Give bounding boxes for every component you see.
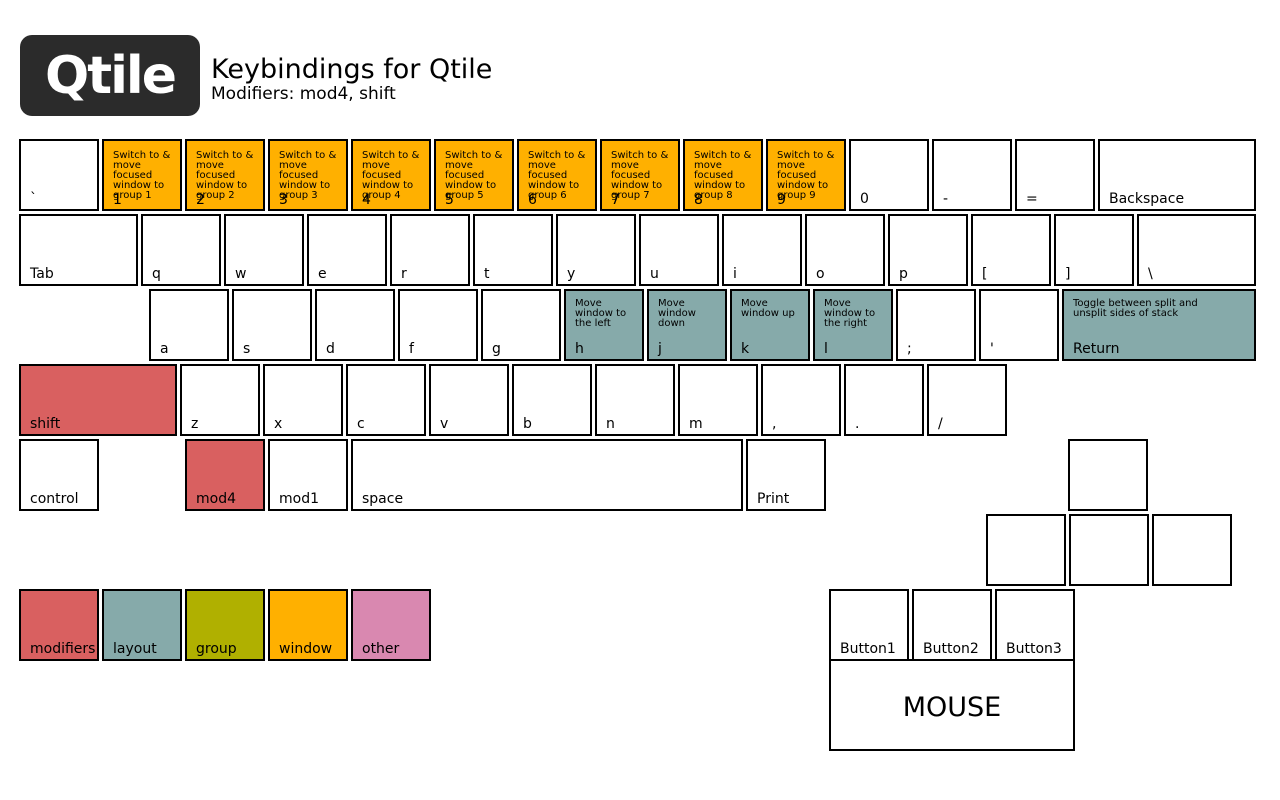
key-semicolon[interactable]: ; <box>896 289 976 361</box>
key-arrow-left[interactable] <box>986 514 1066 586</box>
legend-window: window <box>268 589 348 661</box>
page-title: Keybindings for Qtile <box>211 54 493 85</box>
key-q[interactable]: q <box>141 214 221 286</box>
key-h[interactable]: Move window to the left h <box>564 289 644 361</box>
key-i[interactable]: i <box>722 214 802 286</box>
key-n[interactable]: n <box>595 364 675 436</box>
page-subtitle: Modifiers: mod4, shift <box>211 84 396 104</box>
key-e[interactable]: e <box>307 214 387 286</box>
key-quote[interactable]: ' <box>979 289 1059 361</box>
key-m[interactable]: m <box>678 364 758 436</box>
key-l[interactable]: Move window to the right l <box>813 289 893 361</box>
key-8[interactable]: Switch to & move focused window to group… <box>683 139 763 211</box>
key-x[interactable]: x <box>263 364 343 436</box>
key-equals[interactable]: = <box>1015 139 1095 211</box>
key-j[interactable]: Move window down j <box>647 289 727 361</box>
key-z[interactable]: z <box>180 364 260 436</box>
key-u[interactable]: u <box>639 214 719 286</box>
key-0[interactable]: 0 <box>849 139 929 211</box>
key-w[interactable]: w <box>224 214 304 286</box>
logo-text: Qtile <box>45 45 177 106</box>
key-2[interactable]: Switch to & move focused window to group… <box>185 139 265 211</box>
key-backslash[interactable]: \ <box>1137 214 1256 286</box>
key-b[interactable]: b <box>512 364 592 436</box>
key-6[interactable]: Switch to & move focused window to group… <box>517 139 597 211</box>
key-t[interactable]: t <box>473 214 553 286</box>
key-minus[interactable]: - <box>932 139 1012 211</box>
key-period[interactable]: . <box>844 364 924 436</box>
key-a[interactable]: a <box>149 289 229 361</box>
key-s[interactable]: s <box>232 289 312 361</box>
key-backtick[interactable]: ` <box>19 139 99 211</box>
key-k[interactable]: Move window up k <box>730 289 810 361</box>
mouse-body: MOUSE <box>829 659 1075 751</box>
key-mod4[interactable]: mod4 <box>185 439 265 511</box>
key-arrow-right[interactable] <box>1152 514 1232 586</box>
key-left-bracket[interactable]: [ <box>971 214 1051 286</box>
key-arrow-down[interactable] <box>1069 514 1149 586</box>
mouse-button3[interactable]: Button3 <box>995 589 1075 661</box>
key-o[interactable]: o <box>805 214 885 286</box>
qtile-logo: Qtile <box>20 35 200 116</box>
legend-other: other <box>351 589 431 661</box>
key-5[interactable]: Switch to & move focused window to group… <box>434 139 514 211</box>
key-print[interactable]: Print <box>746 439 826 511</box>
key-tab[interactable]: Tab <box>19 214 138 286</box>
key-backspace[interactable]: Backspace <box>1098 139 1256 211</box>
key-r[interactable]: r <box>390 214 470 286</box>
key-7[interactable]: Switch to & move focused window to group… <box>600 139 680 211</box>
key-p[interactable]: p <box>888 214 968 286</box>
key-return[interactable]: Toggle between split and unsplit sides o… <box>1062 289 1256 361</box>
legend-layout: layout <box>102 589 182 661</box>
legend-modifiers: modifiers <box>19 589 99 661</box>
key-1[interactable]: Switch to & move focused window to group… <box>102 139 182 211</box>
mouse-button2[interactable]: Button2 <box>912 589 992 661</box>
key-d[interactable]: d <box>315 289 395 361</box>
key-4[interactable]: Switch to & move focused window to group… <box>351 139 431 211</box>
mouse-label: MOUSE <box>902 692 1002 723</box>
key-9[interactable]: Switch to & move focused window to group… <box>766 139 846 211</box>
key-3[interactable]: Switch to & move focused window to group… <box>268 139 348 211</box>
key-shift[interactable]: shift <box>19 364 177 436</box>
key-control[interactable]: control <box>19 439 99 511</box>
key-g[interactable]: g <box>481 289 561 361</box>
key-mod1[interactable]: mod1 <box>268 439 348 511</box>
key-y[interactable]: y <box>556 214 636 286</box>
key-c[interactable]: c <box>346 364 426 436</box>
key-right-bracket[interactable]: ] <box>1054 214 1134 286</box>
key-v[interactable]: v <box>429 364 509 436</box>
key-arrow-up[interactable] <box>1068 439 1148 511</box>
mouse-button1[interactable]: Button1 <box>829 589 909 661</box>
key-slash[interactable]: / <box>927 364 1007 436</box>
key-comma[interactable]: , <box>761 364 841 436</box>
key-f[interactable]: f <box>398 289 478 361</box>
legend-group: group <box>185 589 265 661</box>
key-space[interactable]: space <box>351 439 743 511</box>
